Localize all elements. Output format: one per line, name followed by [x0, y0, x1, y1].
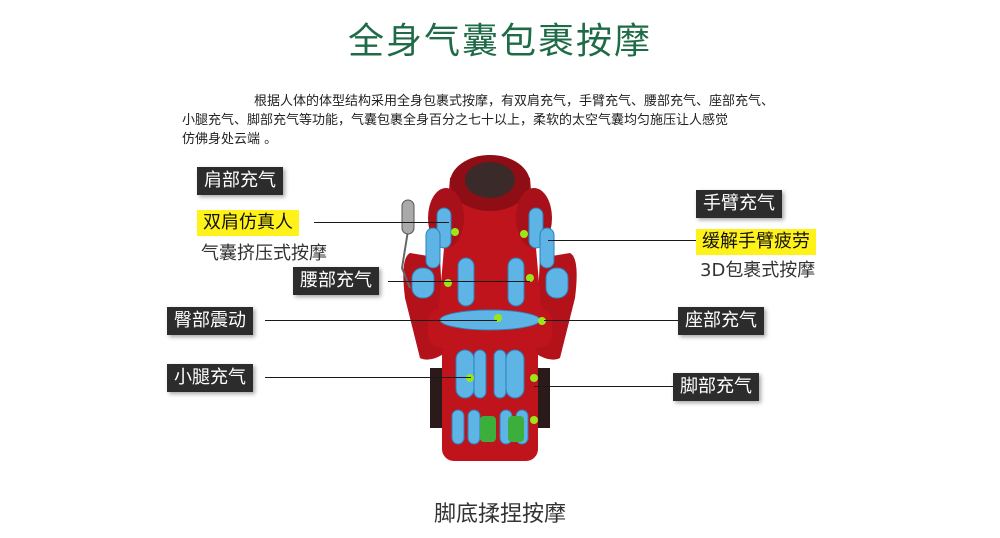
leader-line-shoulder [314, 222, 449, 223]
leader-line-hip [265, 320, 497, 321]
footer-caption: 脚底揉捏按摩 [433, 502, 566, 527]
leader-line-foot [534, 386, 673, 387]
leader-line-calf [265, 377, 471, 378]
page-title: 全身气囊包裹按摩 [347, 21, 652, 62]
leader-line-waist [388, 281, 530, 282]
highlight-shoulder: 双肩仿真人 [197, 210, 299, 236]
description: 根据人体的体型结构采用全身包裹式按摩，有双肩充气，手臂充气、腰部充气、座部充气、… [182, 92, 822, 149]
description-line-2: 小腿充气、脚部充气等功能，气囊包裹全身百分之七十以上，柔软的太空气囊均匀施压让人… [182, 113, 729, 128]
description-line-3: 仿佛身处云端 。 [182, 132, 278, 147]
note-arm: 3D包裹式按摩 [700, 260, 816, 281]
massage-chair-illustration [400, 155, 577, 461]
label-arm-airbag: 手臂充气 [696, 190, 782, 218]
label-foot-airbag: 脚部充气 [673, 373, 759, 401]
leader-line-seat [544, 320, 678, 321]
label-shoulder-airbag: 肩部充气 [197, 167, 283, 195]
leader-line-arm [548, 240, 696, 241]
label-calf-airbag: 小腿充气 [167, 364, 253, 392]
label-waist-airbag: 腰部充气 [293, 267, 379, 295]
description-line-1: 根据人体的体型结构采用全身包裹式按摩，有双肩充气，手臂充气、腰部充气、座部充气、 [254, 94, 775, 109]
highlight-arm: 缓解手臂疲劳 [696, 229, 816, 255]
label-seat-airbag: 座部充气 [678, 307, 764, 335]
label-hip-vibration: 臀部震动 [167, 307, 253, 335]
note-shoulder: 气囊挤压式按摩 [201, 243, 327, 264]
